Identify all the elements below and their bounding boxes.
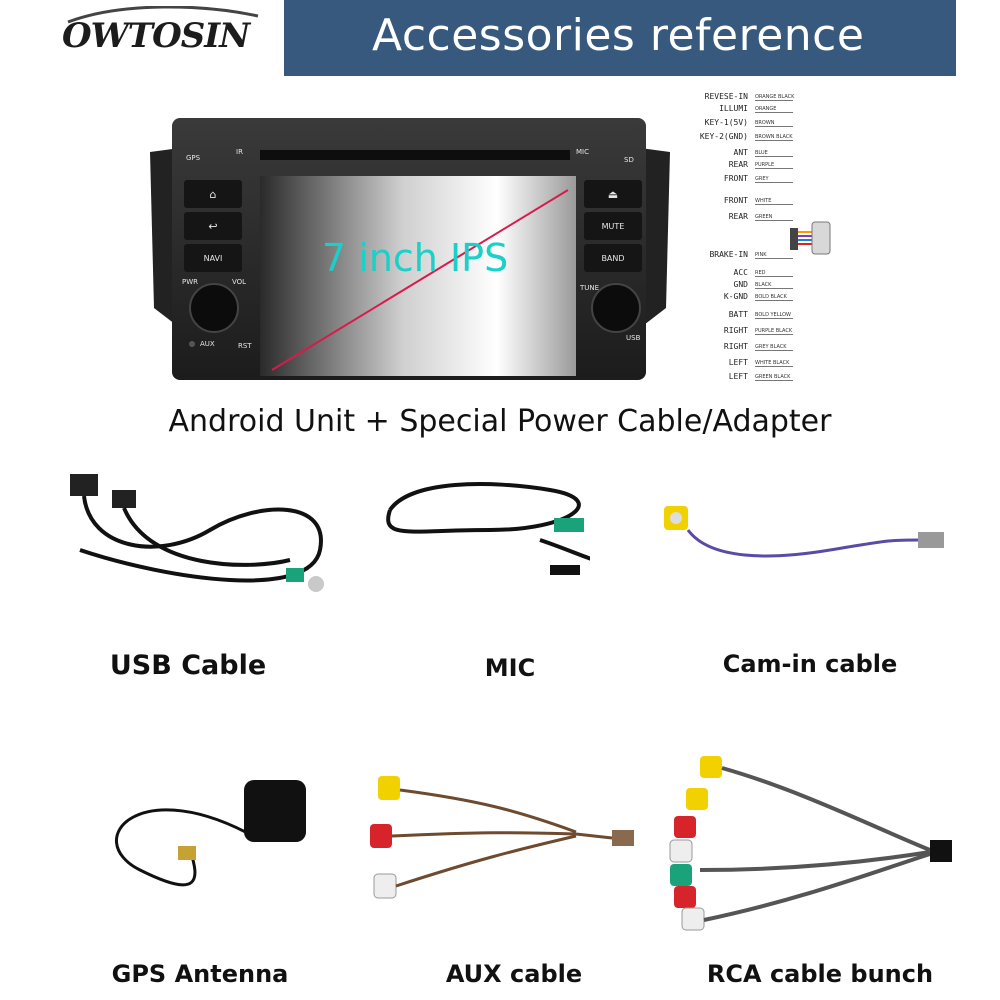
wire-color-label: WHITE BLACK — [755, 360, 793, 367]
screen-size-label: 7 inch IPS — [322, 236, 509, 280]
wire-color-label: BOLD BLACK — [755, 294, 793, 301]
wire-label: K-GND — [723, 292, 748, 301]
reset-label: RST — [238, 342, 252, 350]
band-button[interactable]: BAND — [601, 254, 625, 263]
wire-label: REAR — [728, 212, 748, 221]
wire-color-label: PURPLE — [755, 162, 793, 169]
wire-color-label: BROWN BLACK — [755, 134, 793, 141]
wire-label: LEFT — [728, 372, 748, 381]
ir-sensor-label: IR — [236, 148, 243, 156]
wire-label: REVESE-IN — [704, 92, 748, 101]
volume-label: VOL — [232, 278, 247, 286]
home-icon[interactable]: ⌂ — [209, 188, 217, 201]
cam-in-cable-caption: Cam-in cable — [722, 650, 898, 678]
wire-label: FRONT — [723, 196, 748, 205]
aux-cable-caption: AUX cable — [445, 960, 583, 988]
power-label: PWR — [182, 278, 199, 286]
wire-label: KEY-2(GND) — [699, 132, 748, 141]
wire-color-label: BROWN — [755, 120, 793, 127]
wire-color-label: ORANGE BLACK — [755, 94, 795, 101]
back-icon[interactable]: ↩ — [208, 220, 218, 233]
gps-antenna-caption: GPS Antenna — [111, 960, 289, 988]
usb-cable-caption: USB Cable — [109, 650, 267, 681]
usb-cable-image — [70, 474, 324, 592]
brand-logo: OWTOSIN — [62, 16, 250, 56]
cam-in-cable-image — [664, 506, 944, 558]
wire-label: RIGHT — [723, 326, 748, 335]
aux-cable-image — [370, 776, 634, 899]
mic-caption: MIC — [484, 654, 536, 682]
tune-label: TUNE — [580, 284, 600, 292]
wire-label: FRONT — [723, 174, 748, 183]
wire-label: BATT — [728, 310, 748, 319]
wire-color-label: WHITE — [755, 198, 793, 205]
aux-port-label: AUX — [200, 340, 215, 348]
wire-color-label: GREEN — [755, 214, 793, 221]
wire-color-label: BOLD YELLOW — [755, 312, 793, 319]
rca-cable-bunch-caption: RCA cable bunch — [706, 960, 934, 988]
page-title: Accessories reference — [372, 10, 865, 61]
head-unit-image — [150, 118, 670, 380]
wire-color-label: ORANGE — [755, 106, 793, 113]
wire-color-label: PINK — [755, 252, 793, 259]
wire-color-label: BLACK — [755, 282, 793, 289]
wire-label: ILLUMI — [719, 104, 748, 113]
sd-slot-label: SD — [624, 156, 634, 164]
mute-button[interactable]: MUTE — [601, 222, 625, 231]
wire-label: RIGHT — [723, 342, 748, 351]
wire-label: BRAKE-IN — [709, 250, 748, 259]
wire-color-label: GREEN BLACK — [755, 374, 793, 381]
usb-port-label: USB — [626, 334, 641, 342]
logo-swoosh-icon — [67, 6, 259, 24]
wire-color-label: BLUE — [755, 150, 793, 157]
mic-label: MIC — [576, 148, 589, 156]
gps-antenna-image — [114, 780, 306, 887]
wire-color-label: GREY BLACK — [755, 344, 793, 351]
rca-cable-bunch-image — [669, 756, 952, 931]
eject-icon[interactable]: ⏏ — [607, 188, 619, 201]
wire-label: LEFT — [728, 358, 748, 367]
navi-button[interactable]: NAVI — [203, 254, 223, 263]
wire-label: ANT — [733, 148, 748, 157]
wire-color-label: PURPLE BLACK — [755, 328, 793, 335]
gps-port-label: GPS — [186, 154, 201, 162]
wire-label: REAR — [728, 160, 748, 169]
harness-connector-icon — [790, 221, 831, 255]
mic-image — [386, 482, 590, 575]
wire-label: GND — [733, 280, 748, 289]
wire-label: KEY-1(5V) — [704, 118, 748, 127]
wire-color-label: RED — [755, 270, 793, 277]
main-caption: Android Unit + Special Power Cable/Adapt… — [168, 404, 832, 439]
wire-color-label: GREY — [755, 176, 793, 183]
wire-label: ACC — [733, 268, 748, 277]
